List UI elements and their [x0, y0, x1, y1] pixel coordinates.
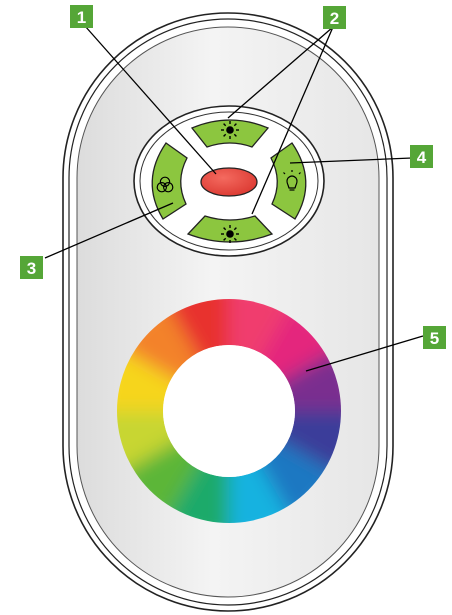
svg-text:2: 2: [330, 9, 339, 28]
callout-2: 2: [323, 6, 346, 29]
brightness-down-button[interactable]: [188, 216, 272, 242]
svg-text:4: 4: [417, 148, 427, 167]
svg-text:3: 3: [27, 259, 36, 278]
svg-text:1: 1: [77, 8, 86, 27]
svg-text:5: 5: [430, 329, 439, 348]
color-wheel[interactable]: [98, 280, 360, 542]
callout-5: 5: [423, 326, 446, 349]
sun-icon: [221, 225, 239, 243]
sun-icon: [221, 121, 239, 139]
control-pad: [134, 106, 324, 256]
callout-4: 4: [410, 145, 433, 168]
callout-3: 3: [20, 256, 43, 279]
callout-1: 1: [70, 5, 93, 28]
power-button[interactable]: [201, 168, 257, 196]
